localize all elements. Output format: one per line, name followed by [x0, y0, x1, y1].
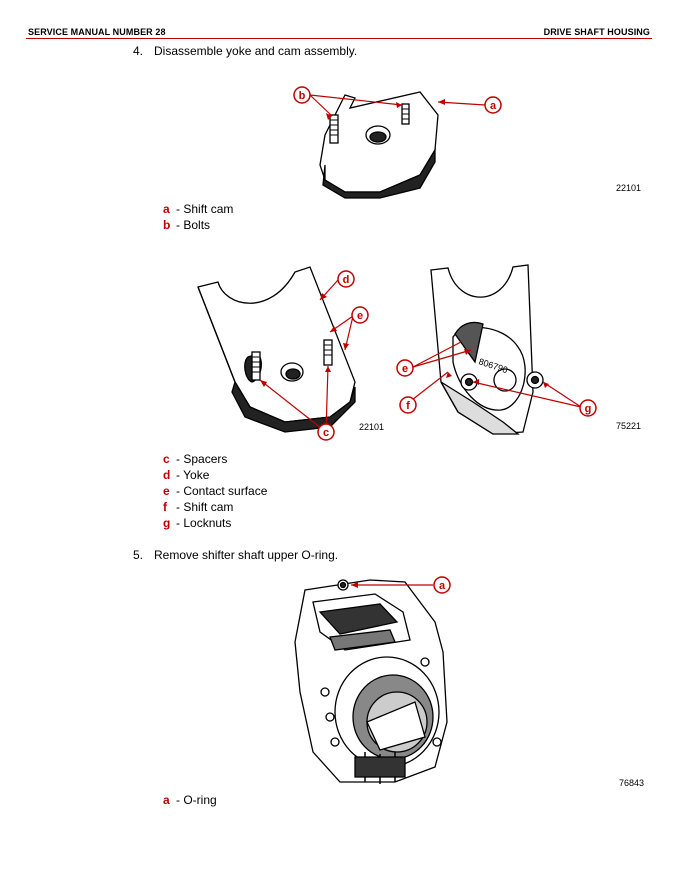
figure-number: 75221: [616, 421, 642, 431]
legend-3: a- O-ring: [163, 792, 217, 808]
callout-a: a: [439, 580, 446, 592]
figure-drive-shaft-housing: a: [294, 576, 451, 784]
legend-item: g- Locknuts: [163, 516, 232, 530]
legend-item: c- Spacers: [163, 452, 228, 466]
legend-item: b- Bolts: [163, 218, 211, 232]
legend-item: f- Shift cam: [163, 500, 234, 514]
callout-d: d: [343, 274, 350, 286]
step-text: Remove shifter shaft upper O-ring.: [154, 548, 339, 562]
legend-2: c- Spacers d- Yoke e- Contact surface f-…: [163, 451, 267, 531]
legend-item: a- O-ring: [163, 793, 217, 807]
callout-b: b: [299, 90, 306, 102]
figure-number: 22101: [616, 183, 642, 193]
callout-c: c: [323, 427, 329, 439]
step-text: Disassemble yoke and cam assembly.: [154, 44, 358, 58]
step-number: 5.: [133, 548, 144, 562]
legend-item: d- Yoke: [163, 468, 210, 482]
callout-a-circle: [484, 96, 502, 114]
callout-e: e: [402, 363, 408, 375]
step-number: 4.: [133, 44, 144, 58]
step-5: 5. Remove shifter shaft upper O-ring.: [133, 548, 338, 562]
header-manual-title: SERVICE MANUAL NUMBER 28: [28, 27, 166, 37]
figure-yoke: d e c: [197, 266, 369, 441]
header-section-title: DRIVE SHAFT HOUSING: [543, 27, 650, 37]
legend-item: e- Contact surface: [163, 484, 268, 498]
figure-number: 22101: [359, 422, 385, 432]
figure-number: 76843: [619, 778, 645, 788]
figure-yoke-cam-assembly: 806790 e f g: [396, 264, 597, 435]
header-rule: [26, 38, 652, 39]
legend-item: a- Shift cam: [163, 202, 234, 216]
legend-1: a- Shift cam b- Bolts: [163, 201, 233, 233]
callout-b-circle: [293, 86, 311, 104]
callout-g: g: [585, 403, 592, 415]
figure-shift-cam: b a: [293, 86, 502, 199]
callout-e: e: [357, 310, 363, 322]
callout-a: a: [490, 100, 497, 112]
callout-f: f: [406, 400, 410, 412]
step-4: 4. Disassemble yoke and cam assembly.: [133, 44, 357, 58]
